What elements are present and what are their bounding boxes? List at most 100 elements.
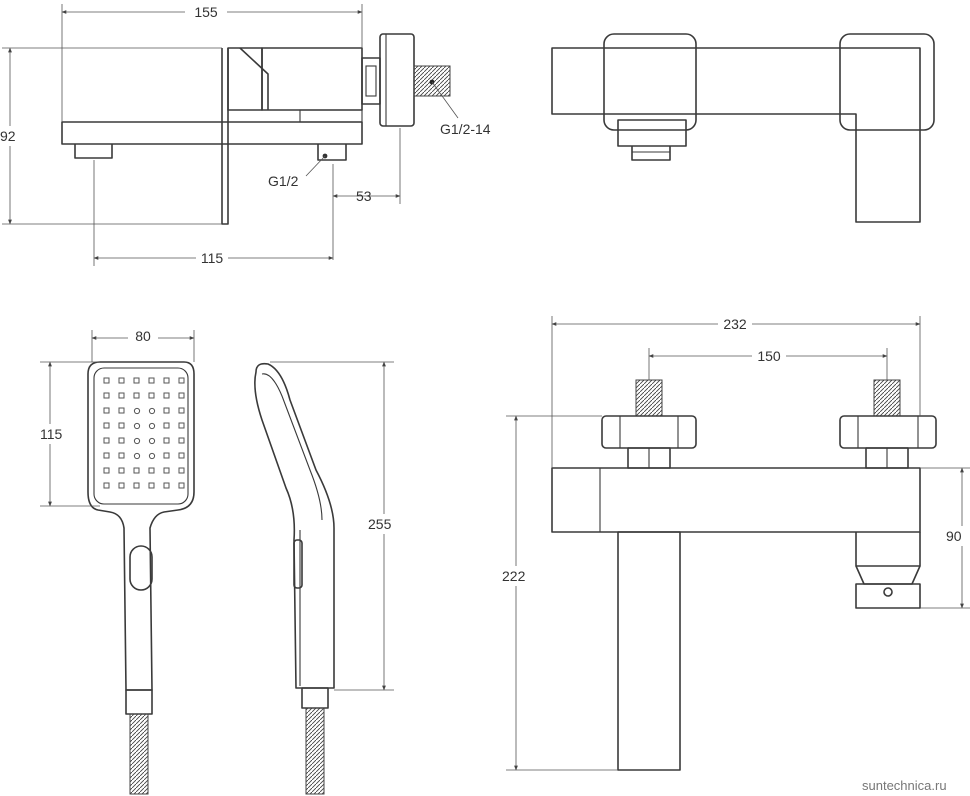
nozzle [103,452,110,459]
nozzle [133,482,140,489]
nozzle [118,467,125,474]
eccentric-flange [379,33,415,127]
nozzle [118,392,125,399]
nozzle [103,482,110,489]
flange-left [601,415,697,449]
nozzle [163,437,170,444]
mixer-body [551,467,921,533]
spout-tip [631,146,671,161]
spout-thread-label: G1/2 [268,173,299,189]
nozzle [103,407,110,414]
nozzle [118,452,125,459]
shower-side-outline [254,362,335,689]
nozzle [118,377,125,384]
dim-reach-label: 115 [201,250,224,266]
nozzle [163,392,170,399]
connector-nut [361,57,381,105]
nozzle [163,422,170,429]
spout [617,531,681,771]
hose-connector-side [301,687,329,709]
hose-connector [125,689,153,715]
dim-total-length-label: 255 [368,516,392,532]
body-main [261,47,363,111]
watermark: suntechnica.ru [862,778,947,793]
nozzle [118,482,125,489]
nozzle [148,437,156,445]
nozzle [133,377,140,384]
diverter-cap [855,565,921,585]
nozzle [178,407,185,414]
dim-center-distance-label: 150 [757,348,781,364]
nozzle [103,467,110,474]
nozzle [103,377,110,384]
shower-button [129,545,153,591]
nozzle [103,437,110,444]
handle-left [603,33,697,131]
nozzle [148,467,155,474]
flange-right [839,415,937,449]
nozzle [148,482,155,489]
dim-head-height-label: 115 [40,426,63,442]
nozzle [133,407,141,415]
nozzle [103,392,110,399]
thread-right [873,379,901,417]
wall-plate [221,48,229,225]
nozzle [163,482,170,489]
dim-body-height-label: 90 [946,528,962,544]
body-lower [299,109,363,123]
nozzle [148,422,156,430]
dim-width-label: 155 [194,4,218,20]
dim-head-width-label: 80 [135,328,151,344]
nozzle [118,407,125,414]
nozzle [118,437,125,444]
diverter-knob [855,583,921,609]
diverter-housing [855,532,921,567]
nozzle [163,377,170,384]
front-view [506,316,970,771]
nozzle [178,392,185,399]
nozzle [133,452,141,460]
handle-right [839,33,935,131]
top-view [551,33,935,223]
nozzle [163,407,170,414]
dim-total-height-label: 222 [502,568,526,584]
nozzle [148,392,155,399]
nozzle [133,392,140,399]
outlet-thread-label: G1/2-14 [440,121,491,137]
nozzle [178,467,185,474]
nozzle [133,467,140,474]
nozzle [178,452,185,459]
body-top [551,47,921,223]
thread-left [635,379,663,417]
nozzle [178,422,185,429]
diverter-outlet [317,144,347,161]
dim-overall-width-label: 232 [723,316,747,332]
connector-nut-inner [365,65,377,97]
nozzle [103,422,110,429]
hand-shower-side [254,361,394,795]
dim-height-label: 92 [0,128,16,144]
nozzle [148,407,156,415]
spout-outlet [74,144,113,159]
body-front [227,47,263,111]
nozzle [118,422,125,429]
nozzle [133,437,141,445]
nozzle [163,467,170,474]
side-view [2,4,459,266]
nozzle [133,422,141,430]
nozzle [178,377,185,384]
dim-offset-label: 53 [356,188,372,204]
body-bevel [239,47,269,110]
nozzle [163,452,170,459]
hand-shower-front [40,330,195,795]
nozzle [178,437,185,444]
nozzle [148,452,156,460]
nozzle [178,482,185,489]
spout-nozzle [617,119,687,147]
spout-block [61,121,363,145]
shower-nozzles [103,377,185,489]
hose-side [305,707,325,795]
nozzle [148,377,155,384]
diverter-pin [883,587,893,597]
